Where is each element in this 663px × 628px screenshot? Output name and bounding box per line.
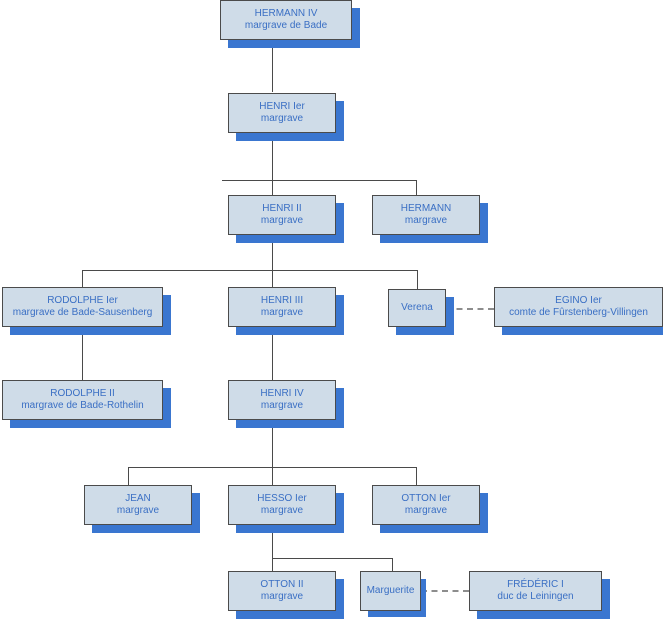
node-rodolphe1-line2: margrave de Bade-Sausenberg [12,307,153,318]
connector-hesso1-down [272,524,273,572]
connector-henri3-henri4 [272,327,273,380]
node-jean[interactable]: JEAN margrave [84,485,192,525]
connector-gen2-bar [222,180,417,181]
node-henri2[interactable]: HENRI II margrave [228,195,336,235]
connector-henri1-down [272,133,273,195]
node-henri1-line1: HENRI Ier [259,100,305,112]
connector-to-otton1 [416,467,417,485]
node-egino1[interactable]: EGINO Ier comte de Fûrstenberg-Villingen [494,287,663,327]
node-henri2-line1: HENRI II [262,202,302,214]
node-otton2[interactable]: OTTON II margrave [228,571,336,611]
connector-to-hermann [416,180,417,195]
node-otton1-line2: margrave [404,505,448,516]
node-henri4-line2: margrave [260,400,304,411]
node-rodolphe1-line1: RODOLPHE Ier [47,294,118,306]
node-hesso1-line1: HESSO Ier [257,492,307,504]
connector-to-jean [128,467,129,485]
node-hermann4-line1: HERMANN IV [254,7,318,19]
node-marguerite[interactable]: Marguerite [360,571,421,611]
node-rodolphe1[interactable]: RODOLPHE Ier margrave de Bade-Sausenberg [2,287,163,327]
marriage-link-marguerite-frederic [421,590,469,592]
node-hesso1[interactable]: HESSO Ier margrave [228,485,336,525]
node-rodolphe2[interactable]: RODOLPHE II margrave de Bade-Rothelin [2,380,163,420]
node-hermann-line1: HERMANN [400,202,452,214]
node-hermann4-line2: margrave de Bade [244,20,328,31]
connector-henri4-down [272,423,273,485]
node-henri4-line1: HENRI IV [260,387,304,399]
node-henri3-line2: margrave [260,307,304,318]
node-otton2-line2: margrave [260,591,304,602]
node-henri1-line2: margrave [260,113,304,124]
node-henri3-line1: HENRI III [260,294,304,306]
node-hesso1-line2: margrave [260,505,304,516]
node-jean-line1: JEAN [125,492,151,504]
node-marguerite-line1: Marguerite [366,584,415,596]
node-frederic1[interactable]: FRÉDÉRIC I duc de Leiningen [469,571,602,611]
node-egino1-line1: EGINO Ier [555,294,602,306]
node-henri2-line2: margrave [260,215,304,226]
node-hermann4[interactable]: HERMANN IV margrave de Bade [220,0,352,40]
connector-to-verena [417,270,418,289]
node-jean-line2: margrave [116,505,160,516]
connector-gen6-bar [272,558,393,559]
node-hermann-line2: margrave [404,215,448,226]
node-otton2-line1: OTTON II [260,578,304,590]
marriage-link-verena-egino [446,308,494,310]
node-verena[interactable]: Verena [388,289,446,327]
node-egino1-line2: comte de Fûrstenberg-Villingen [509,307,648,318]
connector-hermann4-henri1 [272,40,273,92]
node-frederic1-line2: duc de Leiningen [497,591,574,602]
node-otton1-line1: OTTON Ier [401,492,451,504]
node-verena-line1: Verena [401,301,433,313]
connector-to-marguerite [392,558,393,572]
node-rodolphe2-line1: RODOLPHE II [50,387,115,399]
node-henri3[interactable]: HENRI III margrave [228,287,336,327]
connector-gen3-bar [82,270,418,271]
node-hermann[interactable]: HERMANN margrave [372,195,480,235]
node-frederic1-line1: FRÉDÉRIC I [507,578,564,590]
connector-rodolphe1-rodolphe2 [82,327,83,380]
connector-gen5-bar [128,467,417,468]
node-henri4[interactable]: HENRI IV margrave [228,380,336,420]
connector-to-rodolphe1 [82,270,83,287]
node-rodolphe2-line2: margrave de Bade-Rothelin [21,400,144,411]
node-henri1[interactable]: HENRI Ier margrave [228,93,336,133]
node-otton1[interactable]: OTTON Ier margrave [372,485,480,525]
connector-henri2-down [272,235,273,289]
